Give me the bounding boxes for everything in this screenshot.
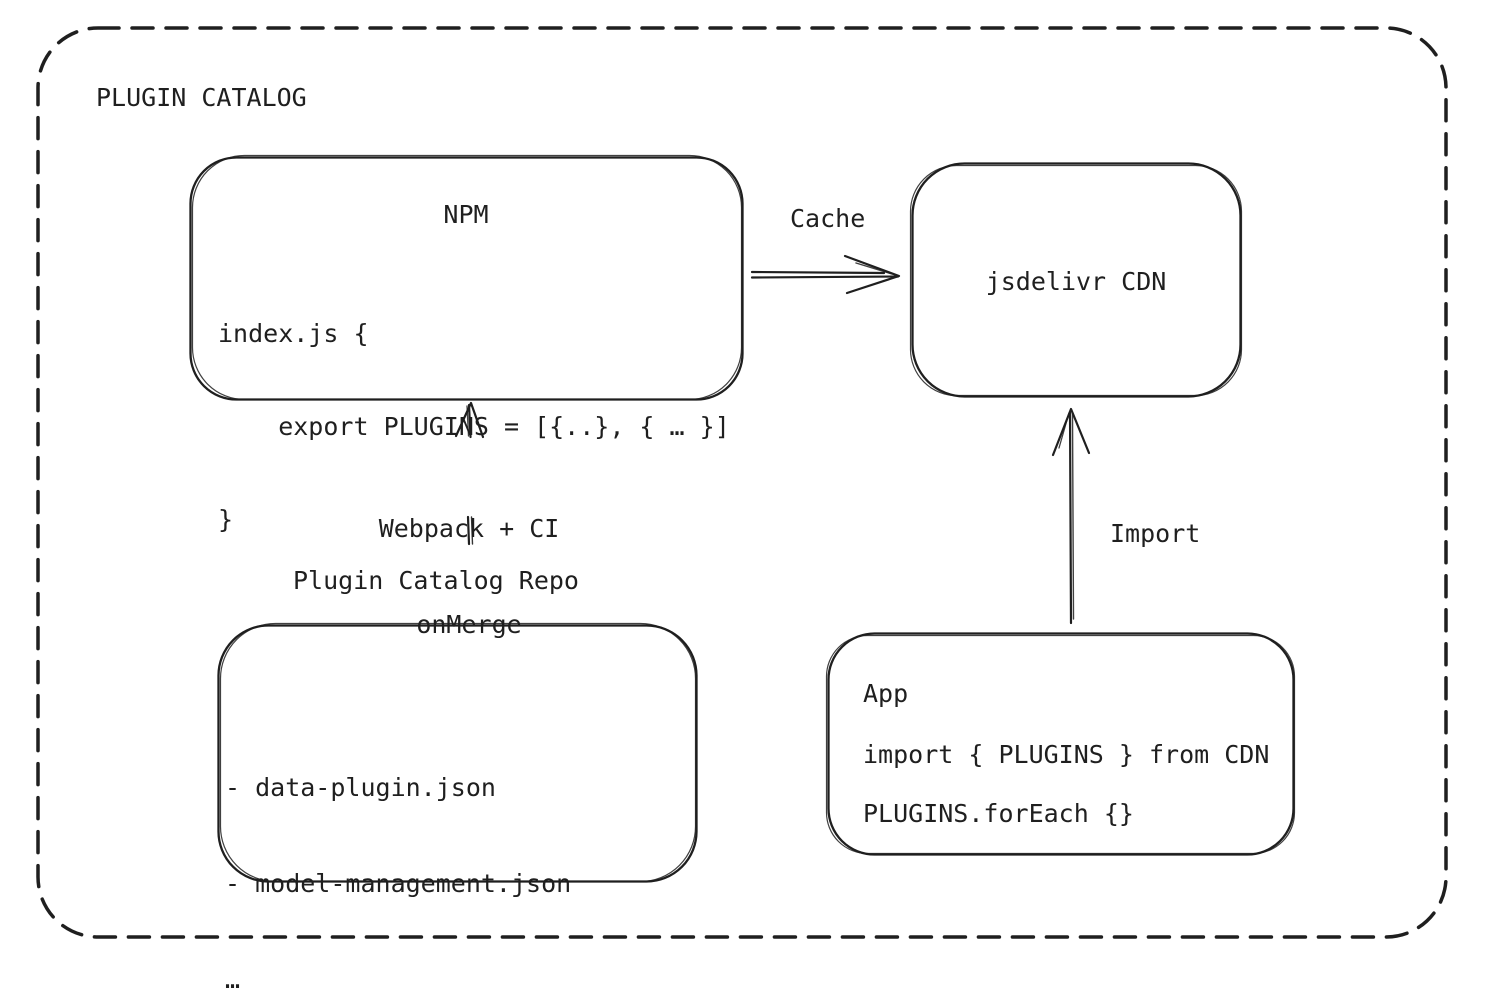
app-box-shape [825, 632, 1296, 856]
repo-file-item: … [225, 965, 241, 994]
build-edge-label-line: Webpack + CI [378, 514, 560, 543]
cdn-node-label: jsdelivr CDN [985, 267, 1167, 296]
build-edge-label: Webpack + CI onMerge [318, 449, 620, 705]
npm-code-block: index.js { export PLUGINS = [{..}, { … }… [218, 256, 730, 597]
repo-node-label: Plugin Catalog Repo [293, 566, 579, 595]
build-arrow [454, 401, 485, 546]
npm-node-title: NPM [443, 200, 489, 229]
build-edge-label-line: onMerge [416, 610, 522, 639]
npm-code-line: export PLUGINS = [{..}, { … }] [218, 412, 730, 441]
catalog-boundary [36, 26, 1448, 939]
app-code-line: PLUGINS.forEach {} [863, 799, 1134, 828]
cdn-box-shape [909, 162, 1243, 398]
app-code-line: import { PLUGINS } from CDN [863, 740, 1270, 769]
npm-box-shape [189, 154, 744, 401]
repo-file-list: - data-plugin.json - model-management.js… [225, 708, 571, 1002]
app-node-title: App [863, 679, 909, 708]
cache-edge-label: Cache [790, 204, 866, 233]
diagram-title: PLUGIN CATALOG [96, 83, 307, 112]
npm-code-line: index.js { [218, 319, 369, 348]
repo-file-item: - data-plugin.json [225, 773, 496, 802]
repo-file-item: - model-management.json [225, 869, 572, 898]
import-arrow [1051, 407, 1091, 625]
repo-box-shape [217, 622, 698, 883]
npm-code-line: } [218, 505, 234, 534]
cache-arrow [750, 254, 901, 295]
import-edge-label: Import [1110, 519, 1201, 548]
